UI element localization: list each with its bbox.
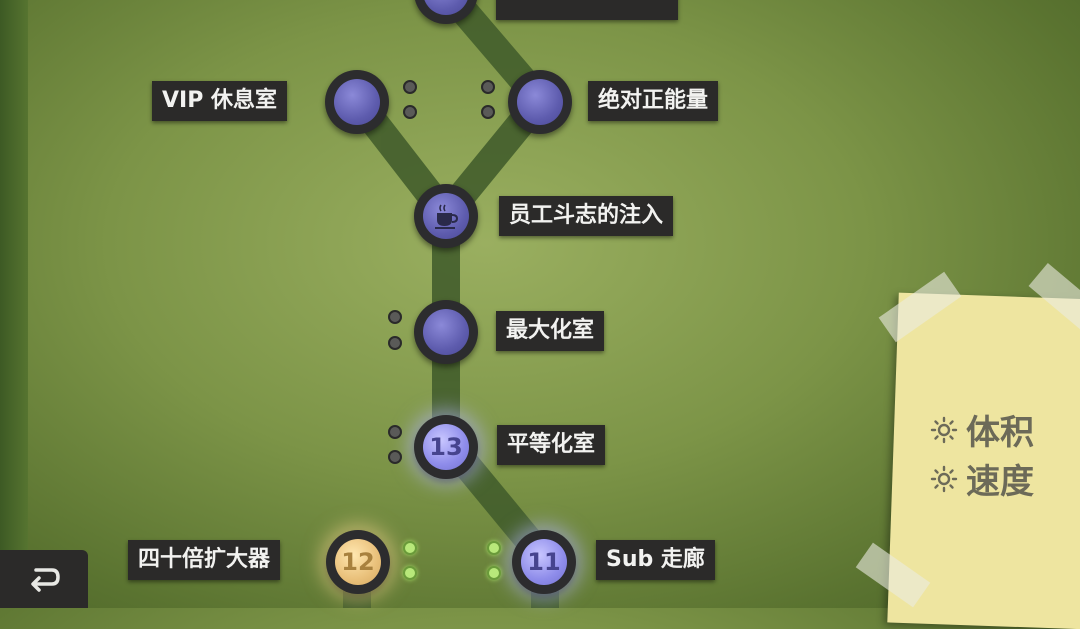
pip-sub-1 [487, 541, 501, 555]
stat-speed-label: 速度 [966, 462, 1034, 502]
node-enlarger-40x-value: 12 [335, 539, 381, 585]
pip-vip-2 [403, 105, 417, 119]
label-vip-lounge: VIP 休息室 [152, 81, 287, 121]
label-top [496, 0, 678, 20]
pip-enlarger-1 [403, 541, 417, 555]
pip-positive-1 [481, 80, 495, 94]
node-maximize-room-inner [423, 309, 469, 355]
node-vip-lounge-inner [334, 79, 380, 125]
label-staff-morale: 员工斗志的注入 [499, 196, 674, 236]
stat-speed[interactable]: 速度 [930, 454, 1034, 503]
label-sub-corridor: Sub 走廊 [596, 540, 715, 580]
node-top-inner [423, 0, 469, 15]
stat-volume-label: 体积 [966, 413, 1034, 453]
node-staff-morale[interactable] [414, 184, 478, 248]
sun-icon [930, 465, 958, 492]
node-vip-lounge[interactable] [325, 70, 389, 134]
node-enlarger-40x[interactable]: 12 [326, 530, 390, 594]
label-enlarger-40x: 四十倍扩大器 [128, 540, 281, 580]
pip-positive-2 [481, 105, 495, 119]
pip-sub-2 [487, 566, 501, 580]
node-sub-corridor-value: 11 [521, 539, 567, 585]
node-maximize-room[interactable] [414, 300, 478, 364]
pip-maximize-2 [388, 336, 402, 350]
node-positive-energy[interactable] [508, 70, 572, 134]
board-edge [0, 0, 28, 608]
node-sub-corridor[interactable]: 11 [512, 530, 576, 594]
coffee-cup-icon [435, 204, 459, 229]
back-arrow-icon [31, 568, 60, 592]
pip-maximize-1 [388, 310, 402, 324]
node-positive-energy-inner [517, 79, 563, 125]
track-upper [343, 0, 559, 238]
label-maximize-room: 最大化室 [496, 311, 605, 351]
pip-equalize-2 [388, 450, 402, 464]
pip-equalize-1 [388, 425, 402, 439]
stat-volume[interactable]: 体积 [930, 405, 1034, 454]
node-staff-morale-inner [423, 193, 469, 239]
label-positive-energy: 绝对正能量 [588, 81, 719, 121]
back-button[interactable] [0, 550, 88, 608]
sun-icon [930, 416, 958, 443]
node-equalize-room[interactable]: 13 [414, 415, 478, 479]
node-equalize-room-value: 13 [423, 424, 469, 470]
pip-vip-1 [403, 80, 417, 94]
label-equalize-room: 平等化室 [497, 425, 606, 465]
pip-enlarger-2 [403, 566, 417, 580]
